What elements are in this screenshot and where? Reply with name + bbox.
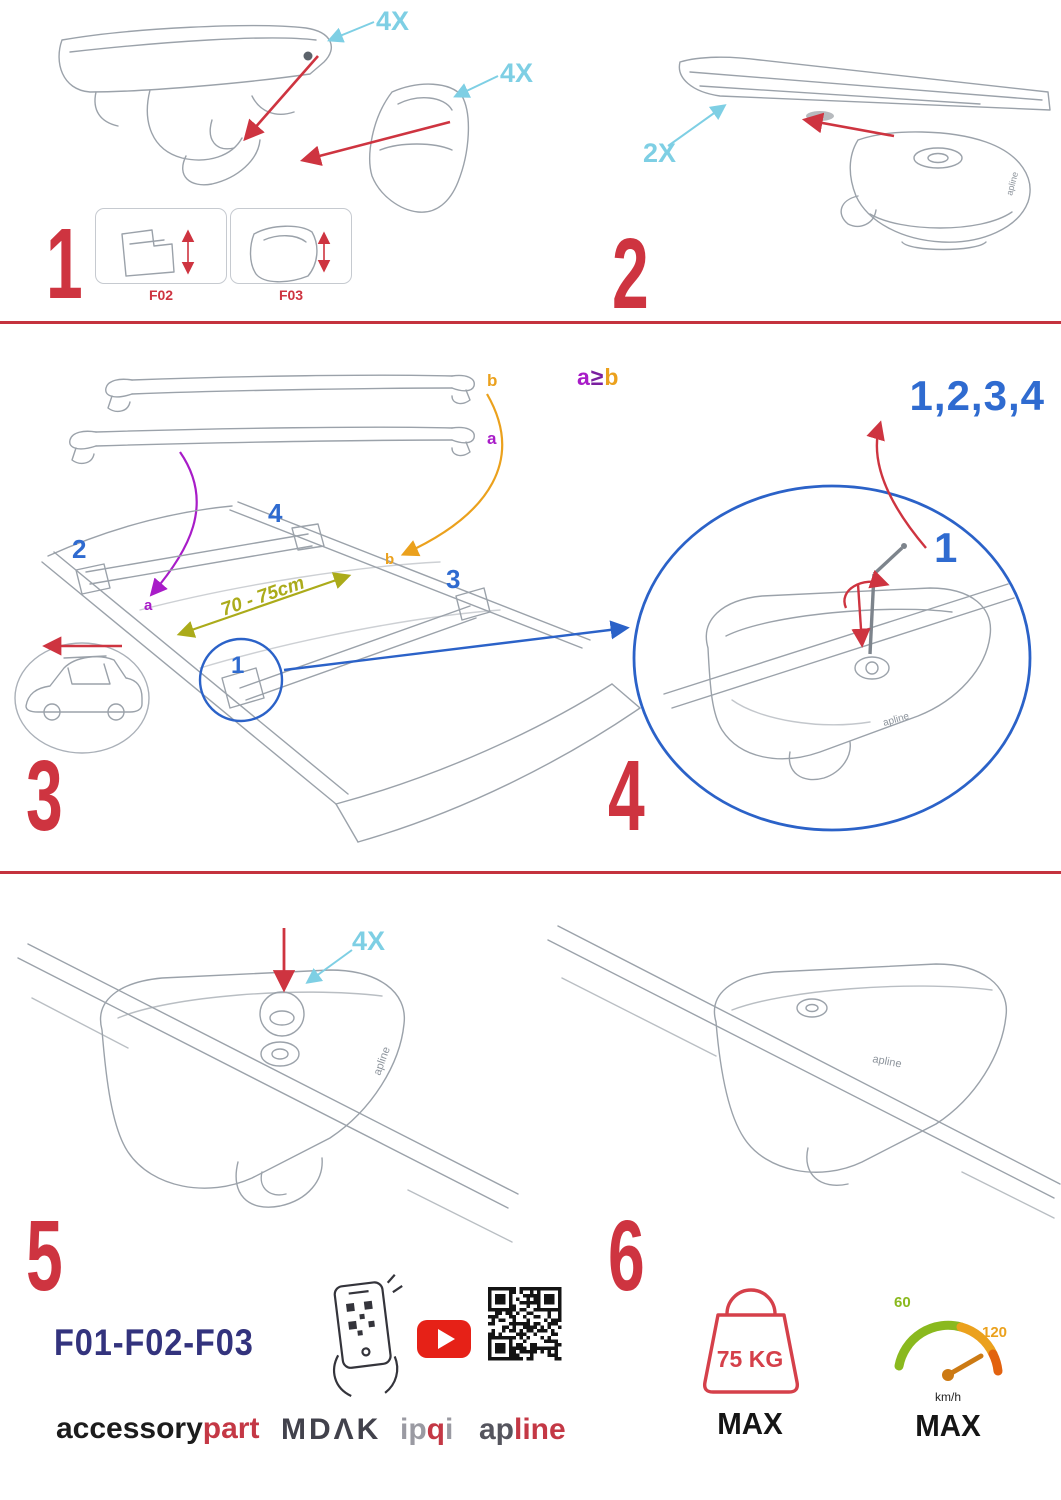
step3-crossbar-b: [105, 374, 475, 413]
position-1: 1: [231, 652, 245, 679]
part-box-f02-label: F02: [148, 287, 174, 303]
position-2: 2: [72, 534, 87, 564]
tighten-sequence-label: 1,2,3,4: [909, 372, 1045, 419]
step2-insert-arrow: [801, 112, 895, 138]
ipqi-logo-ip: ip: [400, 1413, 427, 1446]
step2-bar-drawing: [678, 56, 1051, 121]
step4-callout-1: 1: [934, 524, 959, 571]
step2-foot-drawing: apline: [840, 131, 1031, 251]
step2-number: 2: [612, 218, 649, 330]
speed-limit-icon: [894, 1320, 1003, 1381]
apline-logo: apline: [479, 1413, 566, 1447]
step5-cap-drawing: apline: [17, 943, 519, 1243]
section-divider-1: [0, 321, 1061, 324]
bar-b-label: b: [487, 371, 498, 390]
apline-logo-line: line: [514, 1413, 566, 1446]
step5-number: 5: [26, 1200, 63, 1312]
length-rule: a≥b: [577, 364, 619, 391]
engraved-logo: apline: [871, 1053, 902, 1070]
phone-qr-dots: [345, 1300, 375, 1336]
car-direction-inset: [14, 642, 150, 754]
step1-cover-drawing: [369, 83, 470, 213]
speed-unit-label: km/h: [934, 1390, 961, 1404]
step1-clamp-drawing: [58, 24, 333, 186]
bar-a-label: a: [487, 429, 497, 448]
step3-distance-arrow: [176, 572, 352, 638]
youtube-icon: [417, 1320, 471, 1358]
engraved-logo: apline: [882, 711, 911, 729]
step3-roof-drawing: [41, 501, 641, 843]
step3-foot-zoom-link: [198, 620, 630, 723]
step5-installed-drawing: apline: [547, 925, 1061, 1219]
step1-qty-clamp-label: 4X: [376, 6, 410, 36]
accessorypart-logo-black: accessory: [56, 1412, 203, 1445]
position-3: 3: [446, 564, 461, 594]
step3-crossbar-a: [69, 426, 475, 465]
apline-logo-ap: ap: [479, 1413, 515, 1446]
step4-allen-key: [868, 543, 907, 655]
position-4: 4: [268, 498, 283, 528]
accessorypart-logo: accessorypart: [56, 1412, 259, 1446]
section-divider-2: [0, 871, 1061, 874]
qr-code: [488, 1287, 562, 1361]
model-codes: F01-F02-F03: [54, 1322, 254, 1363]
step2-qty-leader-line: [667, 104, 727, 147]
engraved-logo: apline: [1004, 171, 1020, 197]
max-load-label: MAX: [717, 1406, 783, 1441]
speed-low-label: 60: [894, 1294, 911, 1311]
step1-qty-leader-lines: [327, 21, 499, 98]
speed-high-label: 120: [982, 1324, 1008, 1341]
step3-curve-a: [149, 451, 198, 597]
part-box-f03-label: F03: [278, 287, 304, 303]
part-box-f03: [230, 208, 352, 284]
step1-qty-cover-label: 4X: [500, 58, 534, 88]
step3-curve-b: [400, 393, 504, 557]
step4-clamp-detail-drawing: apline: [663, 583, 1015, 781]
rule-a: a: [577, 364, 591, 390]
step4-tighten-arrows: [843, 420, 927, 648]
roof-b-label: b: [385, 551, 395, 568]
ipqi-logo: ipqi: [400, 1413, 453, 1447]
step5-qty-leader-line: [305, 949, 353, 984]
step4-number: 4: [608, 740, 645, 852]
step2-qty-label: 2X: [643, 138, 677, 168]
phone-scan-icon: [333, 1274, 403, 1398]
step3-number: 3: [26, 740, 63, 852]
part-box-dimension-arrows: [181, 229, 331, 275]
accessorypart-logo-red: part: [202, 1412, 260, 1445]
part-box-mini-drawings: [121, 225, 318, 283]
ipqi-logo-q: q: [426, 1413, 445, 1446]
roof-a-label: a: [144, 597, 153, 614]
part-box-f02: [95, 208, 227, 284]
weight-limit-icon: [702, 1288, 800, 1394]
ipqi-logo-i: i: [445, 1413, 454, 1446]
step6-number: 6: [608, 1200, 645, 1312]
step1-number: 1: [46, 208, 83, 320]
max-load-value: 75 KG: [716, 1346, 784, 1372]
rule-b: b: [604, 364, 620, 390]
step1-insert-arrows: [243, 55, 451, 166]
mdak-logo: MDΛK: [281, 1413, 382, 1446]
rule-op: ≥: [590, 364, 605, 390]
max-speed-label: MAX: [915, 1408, 981, 1443]
step4-zoom-circle: [632, 484, 1032, 832]
step5-qty-label: 4X: [352, 926, 386, 956]
